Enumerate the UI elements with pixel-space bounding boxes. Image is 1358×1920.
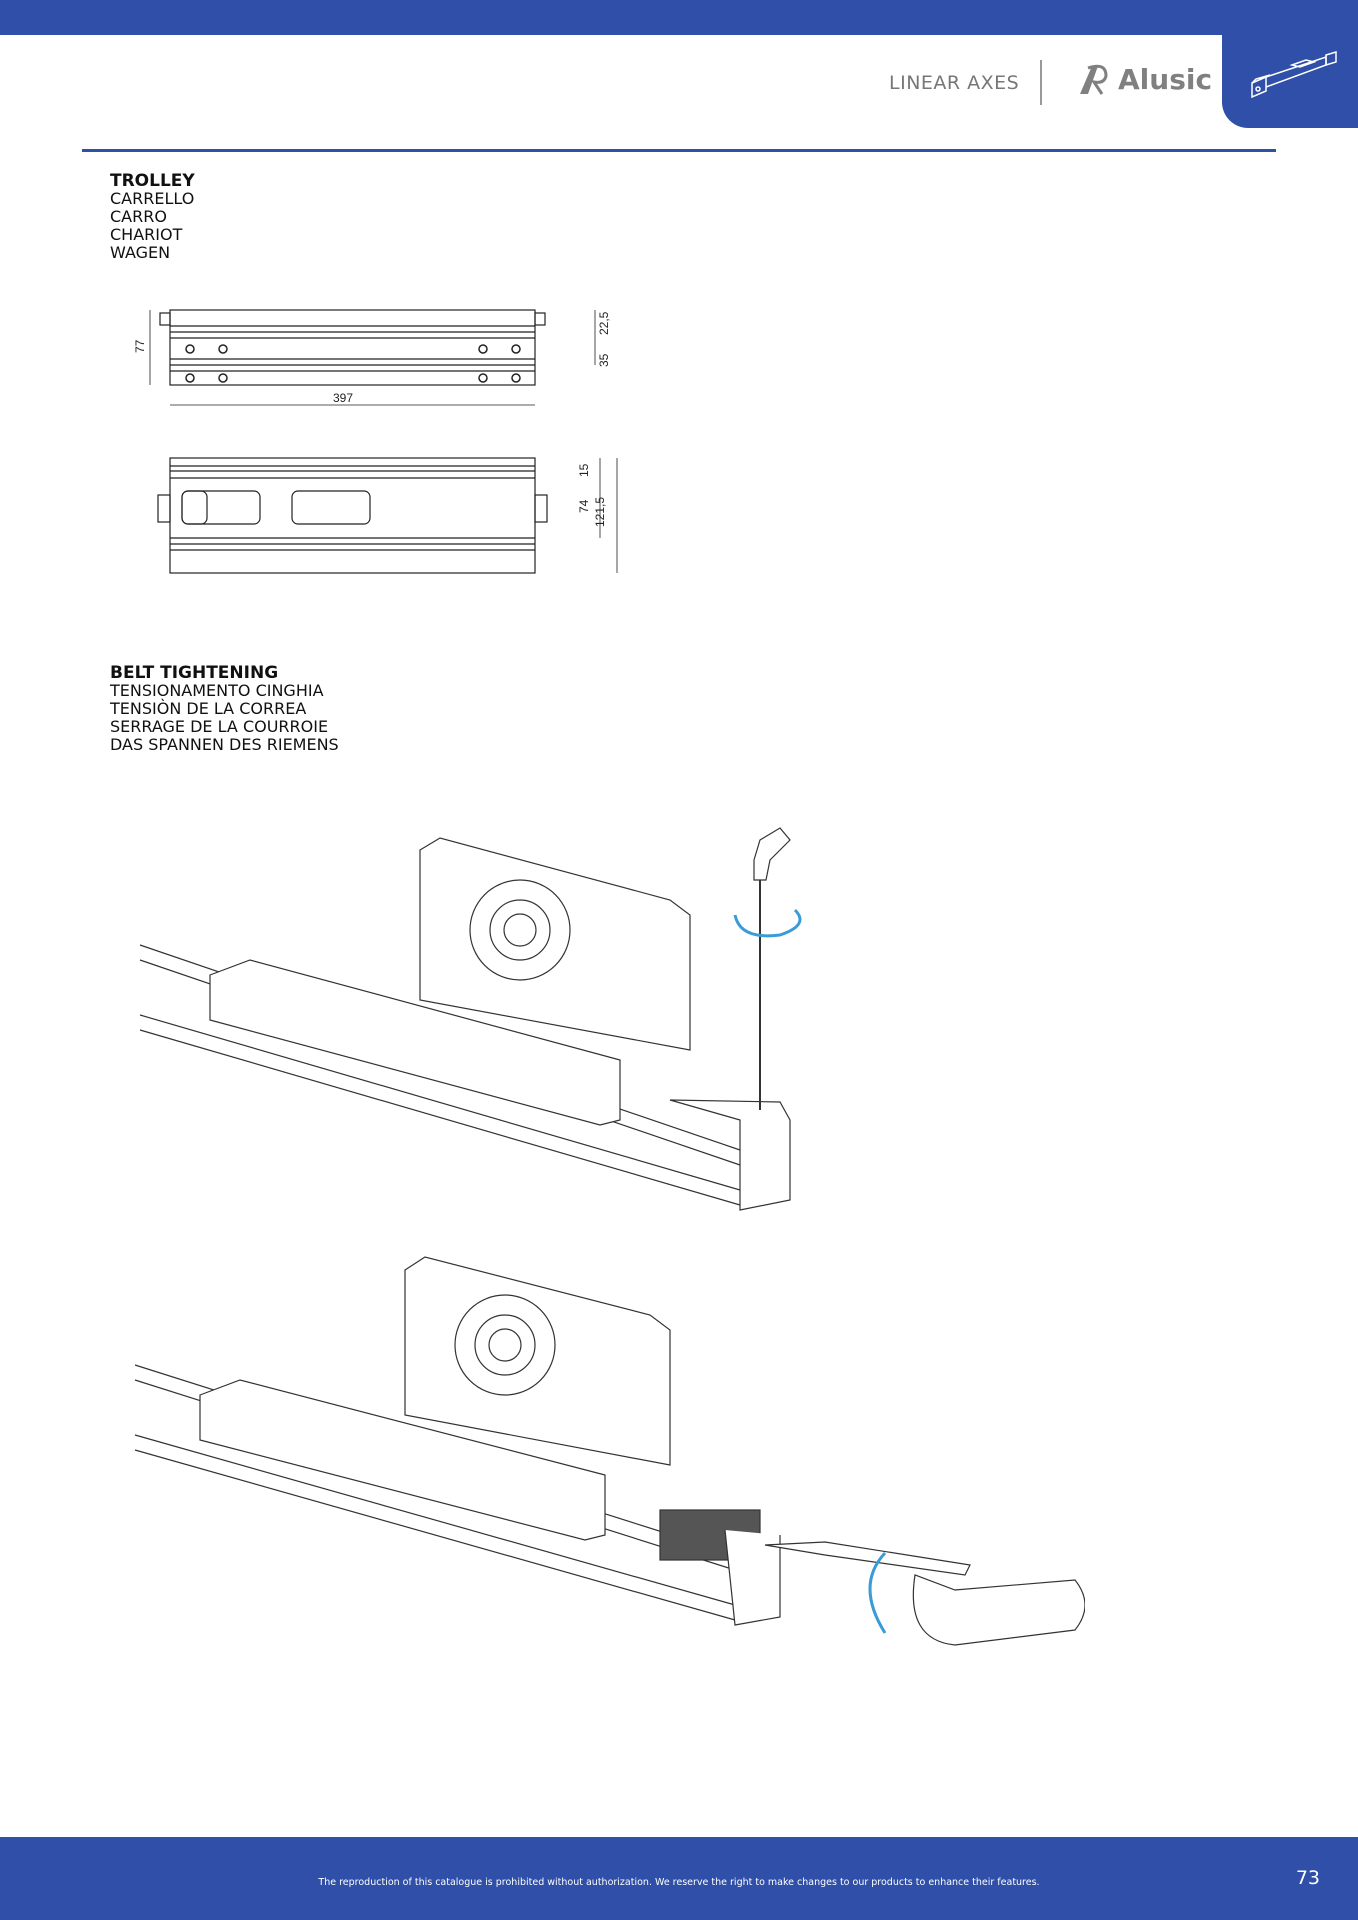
dim-22-5: 22,5 [597, 311, 611, 335]
trolley-side-view [157, 457, 618, 574]
translation-fr: CHARIOT [110, 225, 183, 244]
rotate-arrow-icon [733, 908, 802, 938]
dim-397: 397 [333, 391, 353, 405]
translation-es: CARRO [110, 207, 167, 226]
copyright-notice: The reproduction of this catalogue is pr… [318, 1877, 1040, 1888]
brand-logo: Alusic [1076, 62, 1212, 96]
dim-74: 74 [577, 499, 591, 513]
section-label: LINEAR AXES [889, 72, 1020, 94]
translation-de: WAGEN [110, 243, 171, 262]
belt-title: BELT TIGHTENING [110, 663, 279, 683]
belt-heading: BELT TIGHTENING TENSIONAMENTO CINGHIA TE… [110, 664, 339, 754]
dim-15: 15 [577, 463, 591, 477]
translation-fr: SERRAGE DE LA COURROIE [110, 717, 329, 736]
trolley-technical-drawing: 77 397 22,5 35 15 74 121,5 [133, 309, 618, 574]
translation-de: DAS SPANNEN DES RIEMENS [110, 735, 339, 754]
trolley-top-view [149, 309, 596, 406]
alusic-logo-icon [1080, 64, 1108, 95]
trolley-title: TROLLEY [110, 171, 195, 191]
rotate-arrow-icon [868, 1551, 887, 1634]
translation-it: CARRELLO [110, 189, 195, 208]
translation-it: TENSIONAMENTO CINGHIA [110, 681, 324, 700]
header-rule [82, 149, 1276, 152]
translation-es: TENSIÒN DE LA CORREA [110, 699, 307, 718]
page-number: 73 [1295, 1867, 1320, 1889]
header-panel [0, 35, 1222, 135]
category-badge [1222, 35, 1358, 128]
header-divider [1040, 60, 1042, 105]
top-band [0, 0, 1358, 35]
brand-name: Alusic [1118, 62, 1213, 96]
trolley-heading: TROLLEY CARRELLO CARRO CHARIOT WAGEN [110, 172, 195, 262]
footer: The reproduction of this catalogue is pr… [0, 1837, 1358, 1920]
dim-121-5: 121,5 [593, 497, 607, 527]
dim-77: 77 [133, 339, 147, 353]
linear-axis-icon [1251, 50, 1337, 99]
belt-tightening-illustration-hex-key [139, 827, 802, 1211]
dim-35: 35 [597, 353, 611, 367]
belt-tightening-illustration-crank [134, 1256, 1085, 1646]
